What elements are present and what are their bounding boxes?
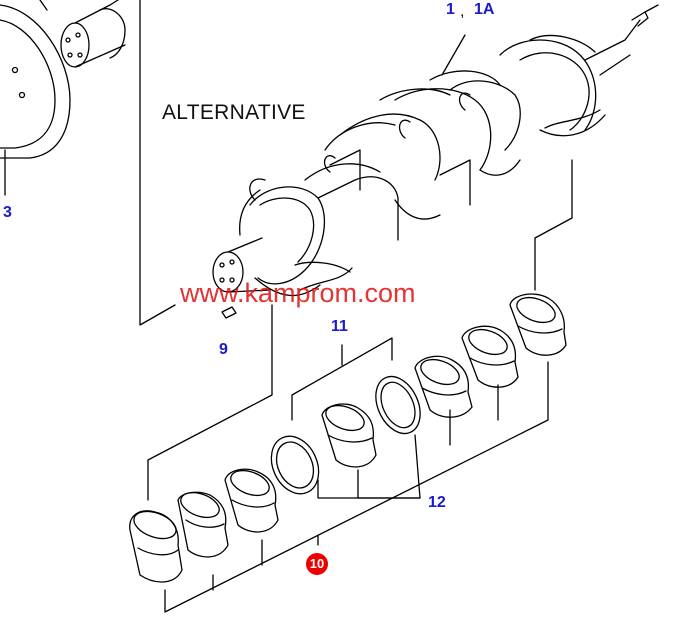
watermark: www.kamprom.com [180,278,416,308]
label-part-1: 1 [446,1,455,18]
leader-1 [441,34,466,76]
key-9 [221,306,237,319]
label-part-10-badge: 10 [306,553,328,575]
label-part-9: 9 [219,341,228,358]
label-part-11: 11 [331,318,348,335]
crankshaft [212,4,659,297]
bearing-shells [129,293,567,583]
label-separator: , [460,3,465,20]
leader-bearing-left [147,304,273,501]
label-part-1a: 1A [474,1,495,18]
alternative-label: ALTERNATIVE [162,101,306,124]
label-part-12: 12 [428,494,446,511]
crank-nose-top [60,0,126,68]
leader-left-top [139,0,176,326]
label-part-3: 3 [3,204,12,221]
pulley-3 [0,0,71,159]
leaders-bottom [164,337,549,613]
leader-bearing-right [534,159,573,291]
